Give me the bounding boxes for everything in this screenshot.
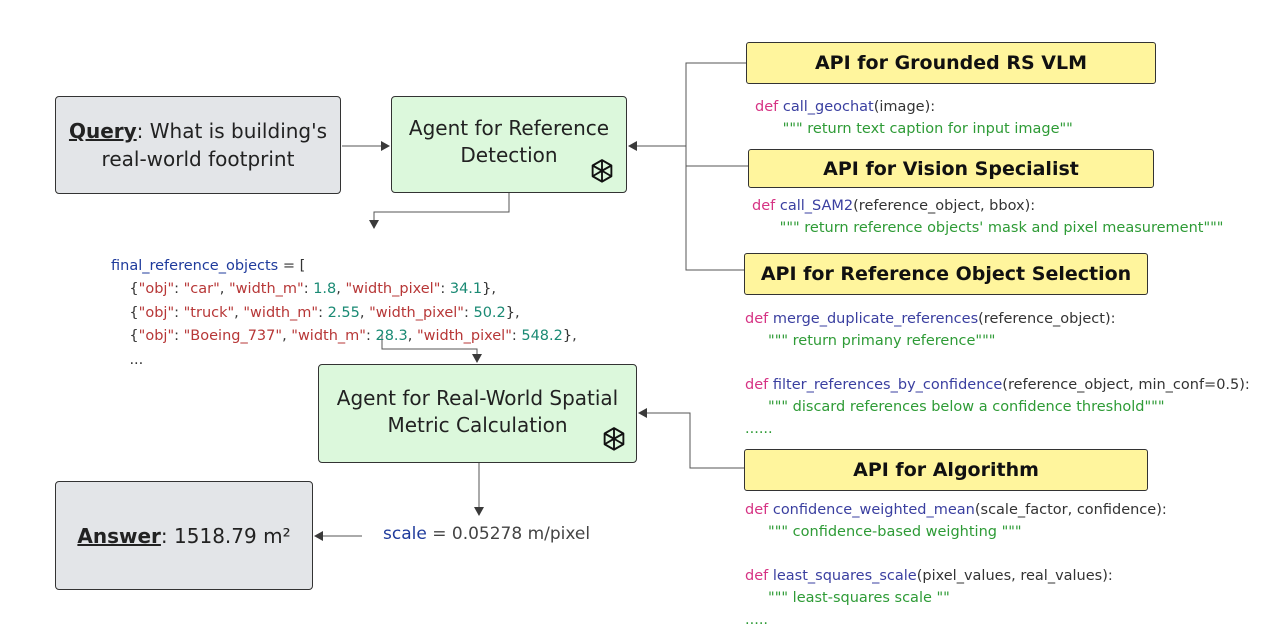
api-vision-code: def call_SAM2(reference_object, bbox): "…: [752, 198, 1224, 236]
ref-header-var: final_reference_objects: [111, 257, 279, 274]
answer-value: : 1518.79 m²: [160, 523, 291, 548]
openai-icon: [591, 159, 613, 183]
ref-row-1: {"obj": "car", "width_m": 1.8, "width_pi…: [111, 281, 496, 297]
arrow-algorithm-to-metric: [638, 408, 746, 469]
openai-icon: [603, 427, 625, 451]
agent-metric-line1: Agent for Real-World Spatial: [336, 385, 619, 410]
api-selection-title: API for Reference Object Selection: [744, 253, 1148, 295]
answer-box: Answer: 1518.79 m²: [55, 481, 313, 590]
api-grounded-title: API for Grounded RS VLM: [746, 42, 1156, 84]
api-algorithm-title: API for Algorithm: [744, 449, 1148, 491]
fn-least-squares-scale: least_squares_scale: [772, 568, 917, 584]
api-vision-title: API for Vision Specialist: [748, 149, 1154, 188]
query-text-line1: : What is building's: [136, 119, 328, 143]
ref-header-rest: = [: [278, 257, 306, 274]
fn-confidence-weighted-mean: confidence_weighted_mean: [772, 502, 975, 518]
fn-merge-duplicate-references: merge_duplicate_references: [772, 311, 979, 327]
scale-eq: =: [426, 524, 452, 544]
ref-row-2: {"obj": "truck", "width_m": 2.55, "width…: [111, 304, 520, 321]
ref-ellipsis: ...: [129, 351, 144, 368]
query-label: Query: [68, 119, 137, 143]
fn-call-geochat: call_geochat: [782, 99, 874, 115]
query-box: Query: What is building's real-world foo…: [55, 96, 341, 194]
agent-metric-line2: Metric Calculation: [387, 412, 568, 437]
arrow-refs-to-metric: [381, 334, 482, 363]
fn-call-sam2: call_SAM2: [779, 198, 854, 214]
agent-reference-detection-box: Agent for Reference Detection: [391, 96, 627, 193]
fn-filter-references-by-confidence: filter_references_by_confidence: [772, 377, 1003, 393]
agent-metric-calculation-box: Agent for Real-World Spatial Metric Calc…: [318, 364, 637, 463]
api-selection-code: def merge_duplicate_references(reference…: [745, 311, 1250, 437]
scale-result: scale = 0.05278 m/pixel: [383, 524, 590, 544]
final-reference-objects: final_reference_objects = [ {"obj": "car…: [111, 231, 577, 372]
query-text-line2: real-world footprint: [101, 147, 295, 171]
scale-value: 0.05278 m/pixel: [451, 524, 591, 544]
arrow-agent-to-refs: [369, 193, 510, 229]
scale-var: scale: [383, 524, 427, 544]
agent-reference-line1: Agent for Reference: [408, 115, 610, 140]
api-grounded-code: def call_geochat(image): """ return text…: [755, 99, 1073, 137]
ref-row-3: {"obj": "Boeing_737", "width_m": 28.3, "…: [111, 328, 577, 344]
api-algorithm-code: def confidence_weighted_mean(scale_facto…: [745, 502, 1167, 628]
agent-reference-line2: Detection: [460, 142, 558, 167]
answer-label: Answer: [77, 523, 161, 548]
